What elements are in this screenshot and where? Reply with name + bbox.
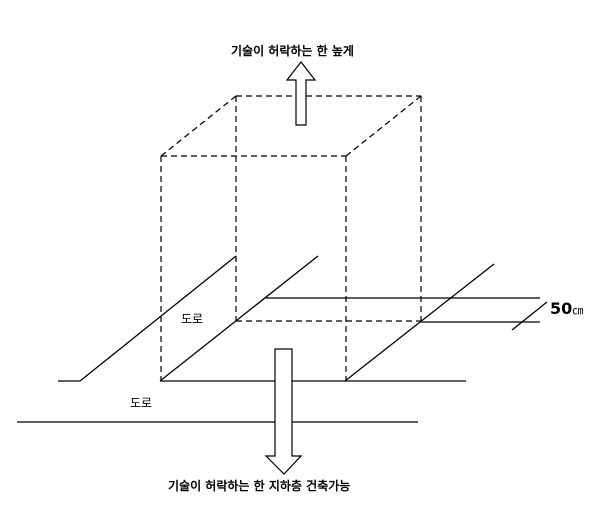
down-arrow-icon [264,348,303,475]
front-road-diagonal [159,255,319,382]
left-road-diagonal [79,255,237,382]
dimension-tick [511,301,548,331]
dimension-unit: ㎝ [572,304,584,317]
up-arrow-icon [285,61,317,126]
building-envelope [160,95,422,381]
top-caption: 기술이 허락하는 한 높게 [231,44,354,58]
envelope-top-left-edge [160,95,237,157]
bottom-caption: 기술이 허락하는 한 지하층 건축가능 [168,479,351,493]
dimension-label: 50㎝ [550,301,583,317]
envelope-top-right-edge [345,95,422,157]
dimension-value: 50 [550,299,573,318]
road-lines [17,255,548,423]
road-label-lower: 도로 [130,396,153,410]
road-label-upper: 도로 [181,312,204,326]
right-road-diagonal [344,263,495,382]
